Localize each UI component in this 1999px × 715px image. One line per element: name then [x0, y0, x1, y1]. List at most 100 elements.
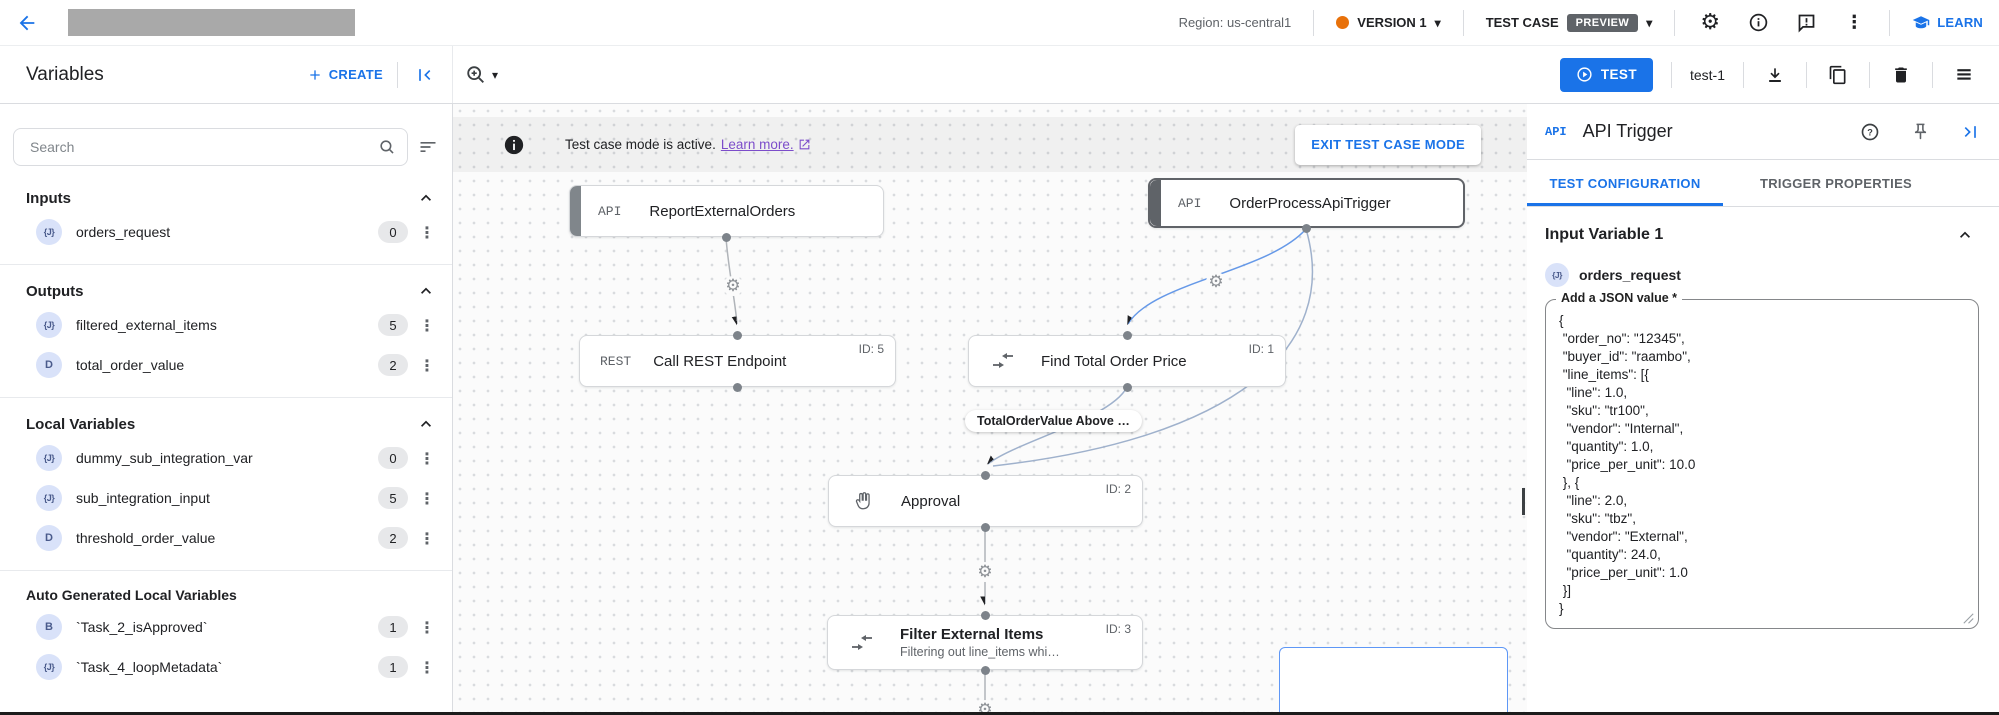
sort-icon[interactable]	[418, 137, 438, 157]
api-type-badge: API	[1545, 124, 1567, 139]
connector-dot[interactable]	[981, 471, 990, 480]
variable-row[interactable]: {J} sub_integration_input 5 ⋮	[26, 482, 440, 514]
learn-link[interactable]: LEARN	[1912, 14, 1983, 32]
connector-dot[interactable]	[981, 523, 990, 532]
chevron-up-icon[interactable]	[1955, 225, 1975, 245]
variable-row[interactable]: {J} `Task_4_loopMetadata` 1 ⋮	[26, 651, 440, 683]
json-field-label: Add a JSON value *	[1556, 291, 1683, 305]
collapse-right-panel-icon[interactable]	[1957, 119, 1983, 145]
edge-condition-label[interactable]: TotalOrderValue Above …	[965, 410, 1142, 432]
zoom-in-icon	[467, 65, 484, 83]
pin-icon[interactable]	[1907, 119, 1933, 145]
more-vert-icon[interactable]: ⋮	[419, 528, 435, 548]
connector-dot[interactable]	[733, 331, 742, 340]
json-type-icon: {J}	[36, 445, 62, 471]
more-vert-icon[interactable]: ⋮	[419, 448, 435, 468]
count-badge: 2	[378, 527, 408, 549]
learn-icon	[1912, 15, 1930, 28]
connector-dot[interactable]	[981, 666, 990, 675]
variable-row[interactable]: B `Task_2_isApproved` 1 ⋮	[26, 611, 440, 643]
info-icon[interactable]	[1745, 10, 1771, 36]
more-vert-icon[interactable]: ⋮	[419, 222, 435, 242]
node-order-process-api-trigger[interactable]: API OrderProcessApiTrigger	[1148, 178, 1465, 228]
download-icon[interactable]	[1762, 62, 1788, 88]
chevron-up-icon[interactable]	[416, 281, 436, 301]
zoom-control[interactable]: ▾	[465, 64, 498, 86]
node-filter-external-items[interactable]: Filter External Items Filtering out line…	[827, 615, 1143, 670]
count-badge: 5	[378, 314, 408, 336]
tab-test-configuration[interactable]: TEST CONFIGURATION	[1527, 160, 1723, 206]
workflow-canvas[interactable]: Test case mode is active. Learn more. EX…	[453, 104, 1527, 715]
external-link-icon	[798, 138, 811, 151]
info-filled-icon	[504, 135, 524, 154]
json-type-icon: {J}	[36, 485, 62, 511]
chevron-up-icon[interactable]	[416, 188, 436, 208]
connector-dot[interactable]	[1302, 224, 1311, 233]
delete-icon[interactable]	[1888, 62, 1914, 88]
version-selector[interactable]: VERSION 1 ▾	[1336, 15, 1441, 30]
test-case-selector[interactable]: TEST CASE PREVIEW ▾	[1486, 13, 1653, 32]
more-vert-icon[interactable]: ⋮	[419, 315, 435, 335]
edge-settings-gear-icon[interactable]: ⚙	[1206, 272, 1226, 292]
search-input[interactable]	[28, 138, 378, 156]
test-button[interactable]: TEST	[1559, 57, 1653, 92]
variables-toolbar: Variables CREATE ▾ TEST test-1	[0, 46, 1999, 104]
more-vert-icon[interactable]: ⋮	[419, 657, 435, 677]
double-type-icon: D	[36, 352, 62, 378]
create-variable-button[interactable]: CREATE	[307, 67, 383, 83]
test-case-mode-banner: Test case mode is active. Learn more. EX…	[453, 117, 1527, 172]
window-bottom-edge	[0, 712, 1999, 715]
banner-message: Test case mode is active.	[565, 137, 716, 152]
caret-down-icon: ▾	[1646, 15, 1653, 30]
plus-icon	[310, 69, 320, 80]
tab-trigger-properties[interactable]: TRIGGER PROPERTIES	[1759, 175, 1913, 191]
variable-row[interactable]: {J} filtered_external_items 5 ⋮	[26, 309, 440, 341]
variables-sidebar: Inputs {J} orders_request 0 ⋮ Outputs {J…	[0, 104, 453, 715]
variable-row[interactable]: D total_order_value 2 ⋮	[26, 349, 440, 381]
connector-dot[interactable]	[981, 611, 990, 620]
more-vert-icon[interactable]: ⋮	[419, 488, 435, 508]
api-badge: API	[1178, 195, 1202, 211]
feedback-icon[interactable]	[1793, 10, 1819, 36]
trigger-accent-bar	[1150, 180, 1161, 226]
node-call-rest-endpoint[interactable]: REST Call REST Endpoint ID: 5	[579, 335, 896, 387]
learn-more-link[interactable]: Learn more.	[720, 137, 794, 152]
settings-gear-icon[interactable]: ⚙	[1700, 9, 1721, 35]
selected-canvas-box[interactable]	[1279, 647, 1508, 715]
node-find-total-order-price[interactable]: Find Total Order Price ID: 1	[968, 335, 1286, 387]
canvas-scrollbar[interactable]	[1522, 488, 1525, 515]
back-arrow-icon[interactable]	[14, 10, 40, 36]
edge-settings-gear-icon[interactable]: ⚙	[723, 276, 743, 296]
chevron-up-icon[interactable]	[416, 414, 436, 434]
more-vert-icon[interactable]: ⋮	[419, 355, 435, 375]
search-icon	[380, 139, 394, 154]
more-vert-icon[interactable]: ⋮	[419, 617, 435, 637]
collapse-left-panel-icon[interactable]	[412, 62, 438, 88]
count-badge: 2	[378, 354, 408, 376]
json-value-editor[interactable]: { "order_no": "12345", "buyer_id": "raam…	[1559, 313, 1696, 616]
node-report-external-orders[interactable]: API ReportExternalOrders	[569, 185, 884, 237]
resize-handle-icon[interactable]	[1963, 613, 1974, 624]
panel-title: API Trigger	[1582, 121, 1673, 141]
connector-dot[interactable]	[722, 233, 731, 242]
edge-settings-gear-icon[interactable]: ⚙	[975, 700, 995, 715]
variable-row[interactable]: D threshold_order_value 2 ⋮	[26, 522, 440, 554]
variable-row[interactable]: {J} orders_request 0 ⋮	[26, 216, 440, 248]
connector-dot[interactable]	[733, 383, 742, 392]
copy-icon[interactable]	[1825, 62, 1851, 88]
search-box[interactable]	[13, 128, 408, 166]
log-list-icon[interactable]	[1951, 62, 1977, 88]
more-vert-icon[interactable]: ⋮	[1845, 11, 1864, 33]
connector-dot[interactable]	[1123, 383, 1132, 392]
variable-row[interactable]: {J} dummy_sub_integration_var 0 ⋮	[26, 442, 440, 474]
json-value-field[interactable]: Add a JSON value * { "order_no": "12345"…	[1545, 291, 1979, 629]
count-badge: 0	[378, 447, 408, 469]
test-case-name[interactable]: test-1	[1689, 66, 1725, 83]
edge-settings-gear-icon[interactable]: ⚙	[975, 562, 995, 582]
help-icon[interactable]: ?	[1857, 119, 1883, 145]
exit-test-case-mode-button[interactable]: EXIT TEST CASE MODE	[1295, 124, 1481, 165]
api-badge: API	[598, 203, 622, 219]
data-mapping-icon	[991, 351, 1015, 371]
connector-dot[interactable]	[1123, 331, 1132, 340]
node-approval[interactable]: Approval ID: 2	[828, 475, 1143, 527]
